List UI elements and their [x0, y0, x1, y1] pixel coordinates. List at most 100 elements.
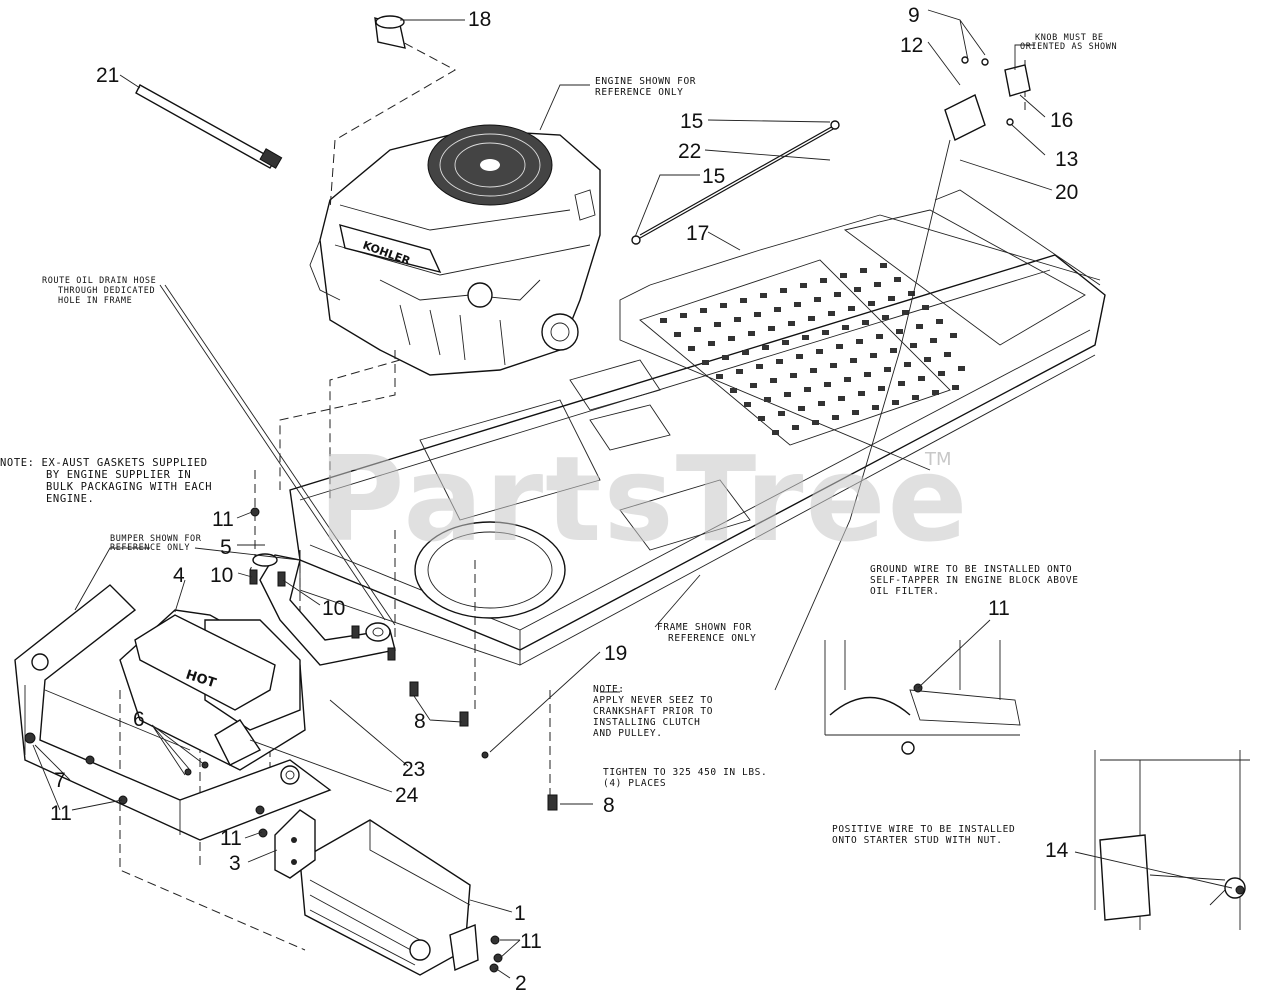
part-18-bushing [374, 15, 406, 49]
fasteners [24, 507, 558, 973]
oil-drain-tube [135, 84, 283, 169]
perforation-hole [840, 273, 847, 278]
callout-11-frame: 11 [212, 508, 234, 531]
note-frame-reference: FRAME SHOWN FOR REFERENCE ONLY [657, 622, 756, 644]
perforation-hole [910, 343, 917, 348]
note-oil-drain-hose: ROUTE OIL DRAIN HOSE THROUGH DEDICATED H… [42, 276, 156, 306]
perforation-hole [834, 292, 841, 297]
perforation-hole [708, 341, 715, 346]
perforation-hole [904, 362, 911, 367]
ground-wire-inset [824, 640, 1021, 755]
perforation-hole [744, 402, 751, 407]
perforation-hole [780, 288, 787, 293]
note-positive-wire: POSITIVE WIRE TO BE INSTALLED ONTO START… [832, 824, 1015, 846]
perforation-hole [856, 339, 863, 344]
callout-8-upper: 8 [414, 710, 426, 733]
perforation-hole [842, 325, 849, 330]
perforation-hole [742, 350, 749, 355]
svg-text:INSTALLING CLUTCH: INSTALLING CLUTCH [593, 717, 700, 728]
perforation-hole [714, 322, 721, 327]
svg-text:ONTO STARTER STUD WITH NUT.: ONTO STARTER STUD WITH NUT. [832, 835, 1003, 846]
perforation-hole [902, 310, 909, 315]
svg-text:REFERENCE ONLY: REFERENCE ONLY [110, 543, 190, 553]
perforation-hole [720, 303, 727, 308]
perforation-hole [894, 277, 901, 282]
perforation-hole [924, 357, 931, 362]
note-ground-wire: GROUND WIRE TO BE INSTALLED ONTO SELF-TA… [870, 564, 1079, 597]
callout-7: 7 [54, 769, 66, 792]
svg-text:THROUGH DEDICATED: THROUGH DEDICATED [58, 286, 155, 296]
perforation-hole [762, 345, 769, 350]
perforation-hole [800, 283, 807, 288]
perforation-hole [758, 416, 765, 421]
svg-text:ENGINE.: ENGINE. [46, 493, 94, 505]
perforation-hole [878, 386, 885, 391]
perforation-hole [876, 334, 883, 339]
perforation-hole [788, 321, 795, 326]
callout-13: 13 [1055, 148, 1078, 171]
callout-24: 24 [395, 784, 419, 807]
svg-text:APPLY NEVER SEEZ TO: APPLY NEVER SEEZ TO [593, 695, 713, 706]
leader-lines [32, 9, 1233, 979]
perforation-hole [870, 353, 877, 358]
callout-8-lower: 8 [603, 794, 615, 817]
perforation-hole [850, 358, 857, 363]
note-engine-reference: ENGINE SHOWN FOR REFERENCE ONLY [595, 76, 696, 98]
perforation-hole [808, 316, 815, 321]
perforation-hole [912, 395, 919, 400]
svg-text:GROUND WIRE TO BE INSTALLED ON: GROUND WIRE TO BE INSTALLED ONTO [870, 564, 1072, 575]
svg-text:ROUTE OIL DRAIN HOSE: ROUTE OIL DRAIN HOSE [42, 276, 156, 286]
perforation-hole [898, 381, 905, 386]
perforation-hole [700, 308, 707, 313]
perforation-hole [794, 302, 801, 307]
perforation-hole [702, 360, 709, 365]
callout-3: 3 [229, 852, 241, 875]
svg-text:FRAME SHOWN FOR: FRAME SHOWN FOR [657, 622, 752, 633]
perforation-hole [688, 346, 695, 351]
callout-4: 4 [173, 564, 185, 587]
perforation-hole [922, 305, 929, 310]
perforation-hole [784, 392, 791, 397]
perforation-hole [802, 335, 809, 340]
engine [309, 124, 601, 376]
perforation-hole [694, 327, 701, 332]
perforation-hole [790, 373, 797, 378]
callout-15-bottom: 15 [702, 165, 725, 188]
note-never-seez: NOTE: APPLY NEVER SEEZ TO CRANKSHAFT PRI… [593, 684, 713, 739]
perforation-hole [868, 301, 875, 306]
svg-text:NOTE: EX-AUST GASKETS SUPPLIED: NOTE: EX-AUST GASKETS SUPPLIED [0, 457, 208, 469]
svg-text:BY ENGINE SUPPLIER IN: BY ENGINE SUPPLIER IN [46, 469, 191, 481]
positive-wire-inset [1094, 750, 1250, 930]
perforation-hole [776, 359, 783, 364]
perforation-hole [828, 311, 835, 316]
perforation-hole [818, 401, 825, 406]
perforation-hole [820, 278, 827, 283]
perforation-hole [854, 287, 861, 292]
svg-text:CRANKSHAFT PRIOR TO: CRANKSHAFT PRIOR TO [593, 706, 713, 717]
perforation-hole [884, 367, 891, 372]
perforation-hole [874, 282, 881, 287]
perforation-hole [674, 332, 681, 337]
perforation-hole [796, 354, 803, 359]
perforation-hole [852, 410, 859, 415]
perforation-hole [822, 330, 829, 335]
perforation-hole [680, 313, 687, 318]
callout-21: 21 [96, 64, 119, 87]
part-1-heat-shield [299, 819, 479, 976]
callout-23: 23 [402, 758, 425, 781]
callout-14: 14 [1045, 839, 1069, 862]
perforation-hole [792, 425, 799, 430]
callout-18: 18 [468, 8, 491, 31]
perforation-hole [944, 352, 951, 357]
perforation-hole [760, 293, 767, 298]
perforation-hole [936, 319, 943, 324]
perforation-hole [782, 340, 789, 345]
perforation-hole [754, 312, 761, 317]
muffler-assembly: HOT [119, 553, 396, 771]
callout-2: 2 [515, 972, 527, 995]
perforation-hole [756, 364, 763, 369]
perforation-hole [798, 406, 805, 411]
svg-text:SELF-TAPPER IN ENGINE BLOCK AB: SELF-TAPPER IN ENGINE BLOCK ABOVE [870, 575, 1079, 586]
perforation-hole [772, 430, 779, 435]
perforation-hole [810, 368, 817, 373]
